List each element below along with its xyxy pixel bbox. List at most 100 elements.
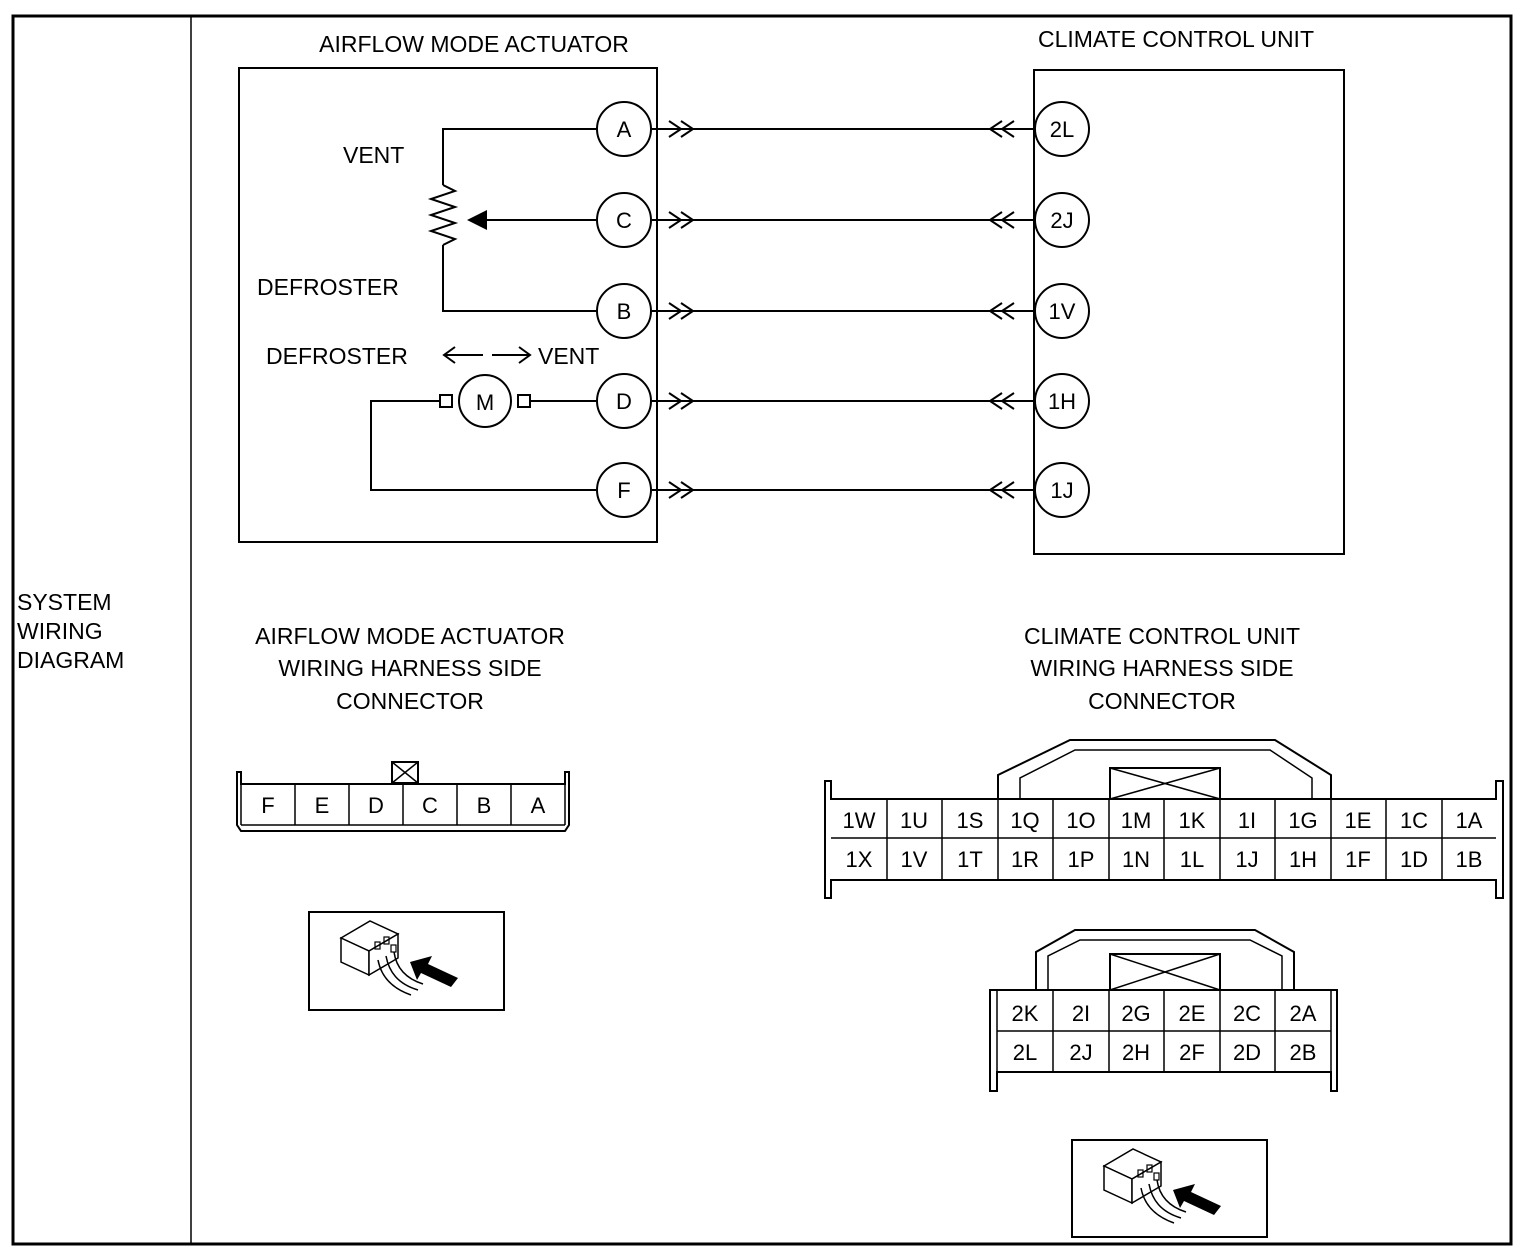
harness-wire-c-2j xyxy=(652,211,1034,229)
harness-wire-d-1h xyxy=(652,392,1034,410)
actuator-pin-d: D xyxy=(368,793,384,818)
ccu-terminal-1v: 1V xyxy=(1034,283,1090,339)
harness-wire-b-1v xyxy=(652,302,1034,320)
svg-text:1R: 1R xyxy=(1011,847,1039,872)
svg-text:1V: 1V xyxy=(1049,299,1076,324)
svg-text:1W: 1W xyxy=(843,808,876,833)
svg-text:1T: 1T xyxy=(957,847,983,872)
svg-text:2D: 2D xyxy=(1233,1040,1261,1065)
ccu-connector-title-line2: WIRING HARNESS SIDE xyxy=(1030,655,1293,681)
section-label-line3: DIAGRAM xyxy=(17,647,125,673)
svg-text:1J: 1J xyxy=(1050,478,1073,503)
ccu-connector-1-shell xyxy=(824,739,1504,899)
section-label-line2: WIRING xyxy=(17,618,103,644)
actuator-connector-title-line2: WIRING HARNESS SIDE xyxy=(278,655,541,681)
svg-text:B: B xyxy=(617,299,632,324)
ccu-terminal-2j: 2J xyxy=(1034,192,1090,248)
svg-text:1X: 1X xyxy=(846,847,873,872)
svg-text:2K: 2K xyxy=(1012,1001,1039,1026)
section-label-line1: SYSTEM xyxy=(17,589,112,615)
svg-text:1I: 1I xyxy=(1238,808,1256,833)
left-arrow-icon xyxy=(442,346,483,364)
lock-tab-icon xyxy=(391,761,419,784)
svg-text:1A: 1A xyxy=(1456,808,1483,833)
right-arrow-icon xyxy=(492,346,532,364)
svg-text:1B: 1B xyxy=(1456,847,1483,872)
harness-wire-a-2l xyxy=(652,120,1034,138)
svg-text:1M: 1M xyxy=(1121,808,1152,833)
schematic: AIRFLOW MODE ACTUATOR CLIMATE CONTROL UN… xyxy=(238,26,1345,555)
actuator-pin-b: B xyxy=(477,793,492,818)
actuator-pin-a: A xyxy=(531,793,546,818)
actuator-box xyxy=(238,67,658,543)
actuator-connector-body xyxy=(236,771,570,832)
motor-loop-wire xyxy=(370,400,596,491)
wiper-arrow-icon xyxy=(467,210,487,230)
potentiometer-resistor xyxy=(427,184,459,246)
svg-text:2L: 2L xyxy=(1013,1040,1037,1065)
svg-text:1U: 1U xyxy=(900,808,928,833)
svg-text:1K: 1K xyxy=(1179,808,1206,833)
motor-terminal-left xyxy=(439,394,453,408)
ccu-connector-title-line1: CLIMATE CONTROL UNIT xyxy=(1024,623,1300,649)
ccu-terminal-1j: 1J xyxy=(1034,462,1090,518)
svg-text:A: A xyxy=(617,117,632,142)
motor-label: M xyxy=(476,390,494,415)
vent-label: VENT xyxy=(343,142,404,168)
ccu-connector-1-lock-icon xyxy=(1109,767,1221,800)
actuator-terminal-f: F xyxy=(596,462,652,518)
actuator-connector-title-line3: CONNECTOR xyxy=(336,688,484,714)
svg-text:2G: 2G xyxy=(1121,1001,1150,1026)
svg-text:1H: 1H xyxy=(1289,847,1317,872)
actuator-terminal-d: D xyxy=(596,373,652,429)
svg-text:1S: 1S xyxy=(957,808,984,833)
ccu-connector-2-shell xyxy=(989,929,1338,1092)
ccu-terminal-2l: 2L xyxy=(1034,101,1090,157)
actuator-connector-title-line1: AIRFLOW MODE ACTUATOR xyxy=(255,623,565,649)
svg-text:1H: 1H xyxy=(1048,389,1076,414)
svg-text:1V: 1V xyxy=(901,847,928,872)
svg-text:1C: 1C xyxy=(1400,808,1428,833)
svg-text:1O: 1O xyxy=(1066,808,1095,833)
svg-text:F: F xyxy=(617,478,630,503)
svg-text:2J: 2J xyxy=(1050,208,1073,233)
svg-text:1D: 1D xyxy=(1400,847,1428,872)
harness-wire-f-1j xyxy=(652,481,1034,499)
actuator-title: AIRFLOW MODE ACTUATOR xyxy=(319,31,629,57)
svg-text:1N: 1N xyxy=(1122,847,1150,872)
harness-wires xyxy=(652,120,1034,499)
direction-vent-label: VENT xyxy=(538,343,599,369)
ccu-connector-1-pins: 1W 1U 1S 1Q 1O 1M 1K 1I 1G 1E 1C 1A 1X 1… xyxy=(843,808,1483,872)
actuator-connector-section: AIRFLOW MODE ACTUATOR WIRING HARNESS SID… xyxy=(236,623,570,1011)
motor-terminal-right xyxy=(517,394,531,408)
climate-unit-title: CLIMATE CONTROL UNIT xyxy=(1038,26,1314,52)
actuator-pin-e: E xyxy=(315,793,330,818)
defroster-label: DEFROSTER xyxy=(257,274,399,300)
ccu-terminal-1h: 1H xyxy=(1034,373,1090,429)
outer-border xyxy=(11,14,1513,1246)
svg-text:2C: 2C xyxy=(1233,1001,1261,1026)
svg-text:2E: 2E xyxy=(1179,1001,1206,1026)
vent-end-wire xyxy=(442,128,596,185)
svg-text:D: D xyxy=(616,389,632,414)
ccu-connector-section: CLIMATE CONTROL UNIT WIRING HARNESS SIDE… xyxy=(824,623,1504,1238)
ccu-connector-2-pins: 2K 2I 2G 2E 2C 2A 2L 2J 2H 2F 2D 2B xyxy=(1012,1001,1317,1065)
svg-text:1Q: 1Q xyxy=(1010,808,1039,833)
svg-text:2J: 2J xyxy=(1069,1040,1092,1065)
svg-text:1J: 1J xyxy=(1235,847,1258,872)
svg-text:2B: 2B xyxy=(1290,1040,1317,1065)
direction-defroster-label: DEFROSTER xyxy=(266,343,408,369)
ccu-connector-2-lock-icon xyxy=(1109,953,1221,991)
svg-text:C: C xyxy=(616,208,632,233)
actuator-terminal-c: C xyxy=(596,192,652,248)
harness-side-view-icon xyxy=(308,911,505,1011)
section-label: SYSTEM WIRING DIAGRAM xyxy=(17,588,182,675)
motor-icon xyxy=(458,374,512,428)
svg-text:2F: 2F xyxy=(1179,1040,1205,1065)
harness-side-view-icon xyxy=(1071,1139,1268,1238)
svg-text:2L: 2L xyxy=(1050,117,1074,142)
svg-text:2I: 2I xyxy=(1072,1001,1090,1026)
actuator-pin-f: F xyxy=(261,793,274,818)
svg-text:2A: 2A xyxy=(1290,1001,1317,1026)
